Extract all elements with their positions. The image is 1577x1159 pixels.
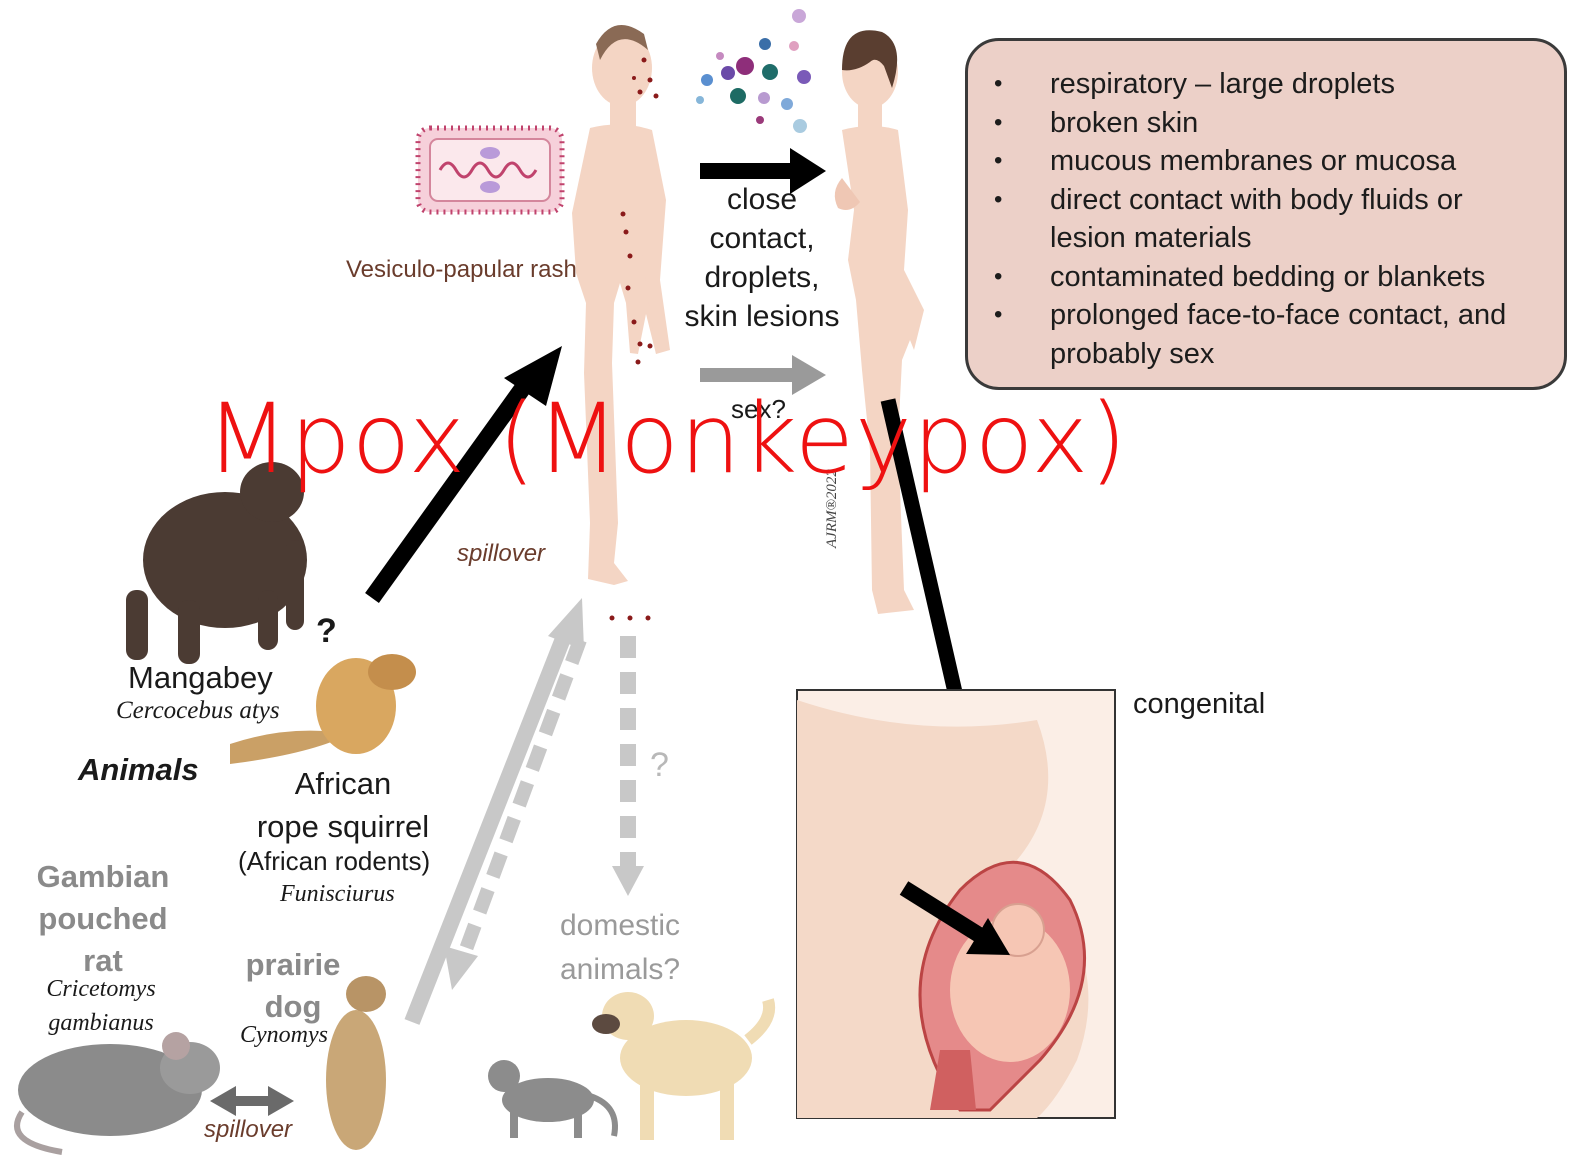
squirrel-note: (African rodents) — [238, 846, 430, 877]
congenital-label: congenital — [1133, 688, 1265, 721]
pregnancy-panel — [797, 690, 1115, 1118]
infected-human-figure — [572, 25, 670, 585]
virus-particle-icon — [418, 128, 562, 212]
route-item: respiratory – large droplets — [968, 65, 1544, 104]
prairie-dog-scientific: Cynomys — [240, 1022, 328, 1049]
contact-label: close contact, droplets, skin lesions — [676, 180, 848, 336]
domestic-animals-arrow — [612, 636, 644, 896]
unknown-reservoir-mark: ? — [316, 612, 337, 651]
mangabey-name: Mangabey — [128, 660, 273, 696]
spillover-label: spillover — [457, 540, 545, 568]
rat-scientific: Cricetomys gambianus — [36, 972, 166, 1040]
droplet-cloud — [696, 9, 811, 133]
prairie-dog-name: prairie dog — [240, 944, 346, 1028]
rodent-spillover-arrow — [210, 1086, 294, 1116]
route-item: contaminated bedding or blankets — [968, 258, 1544, 297]
domestic-animals-label: domestic animals? — [560, 904, 680, 992]
squirrel-name: African rope squirrel — [232, 762, 454, 848]
dog-illustration — [592, 992, 769, 1140]
route-item: direct contact with body fluids or lesio… — [968, 181, 1544, 258]
animals-heading: Animals — [78, 752, 199, 788]
mangabey-scientific: Cercocebus atys — [116, 697, 280, 725]
rat-name: Gambian pouched rat — [28, 856, 178, 982]
cat-illustration — [488, 1060, 615, 1138]
domestic-question-mark: ? — [650, 746, 669, 785]
route-item: mucous membranes or mucosa — [968, 142, 1544, 181]
page-title: Mpox (Monkeypox) — [206, 383, 1128, 495]
rodent-spillover-label: spillover — [204, 1116, 292, 1144]
rash-label: Vesiculo-papular rash — [346, 256, 577, 284]
squirrel-scientific: Funisciurus — [280, 881, 395, 908]
route-item: broken skin — [968, 104, 1544, 143]
route-item: prolonged face-to-face contact, and prob… — [968, 296, 1544, 373]
transmission-routes-list: respiratory – large droplets broken skin… — [968, 41, 1564, 373]
transmission-routes-box: respiratory – large droplets broken skin… — [965, 38, 1567, 390]
pouched-rat-illustration — [17, 1032, 220, 1152]
